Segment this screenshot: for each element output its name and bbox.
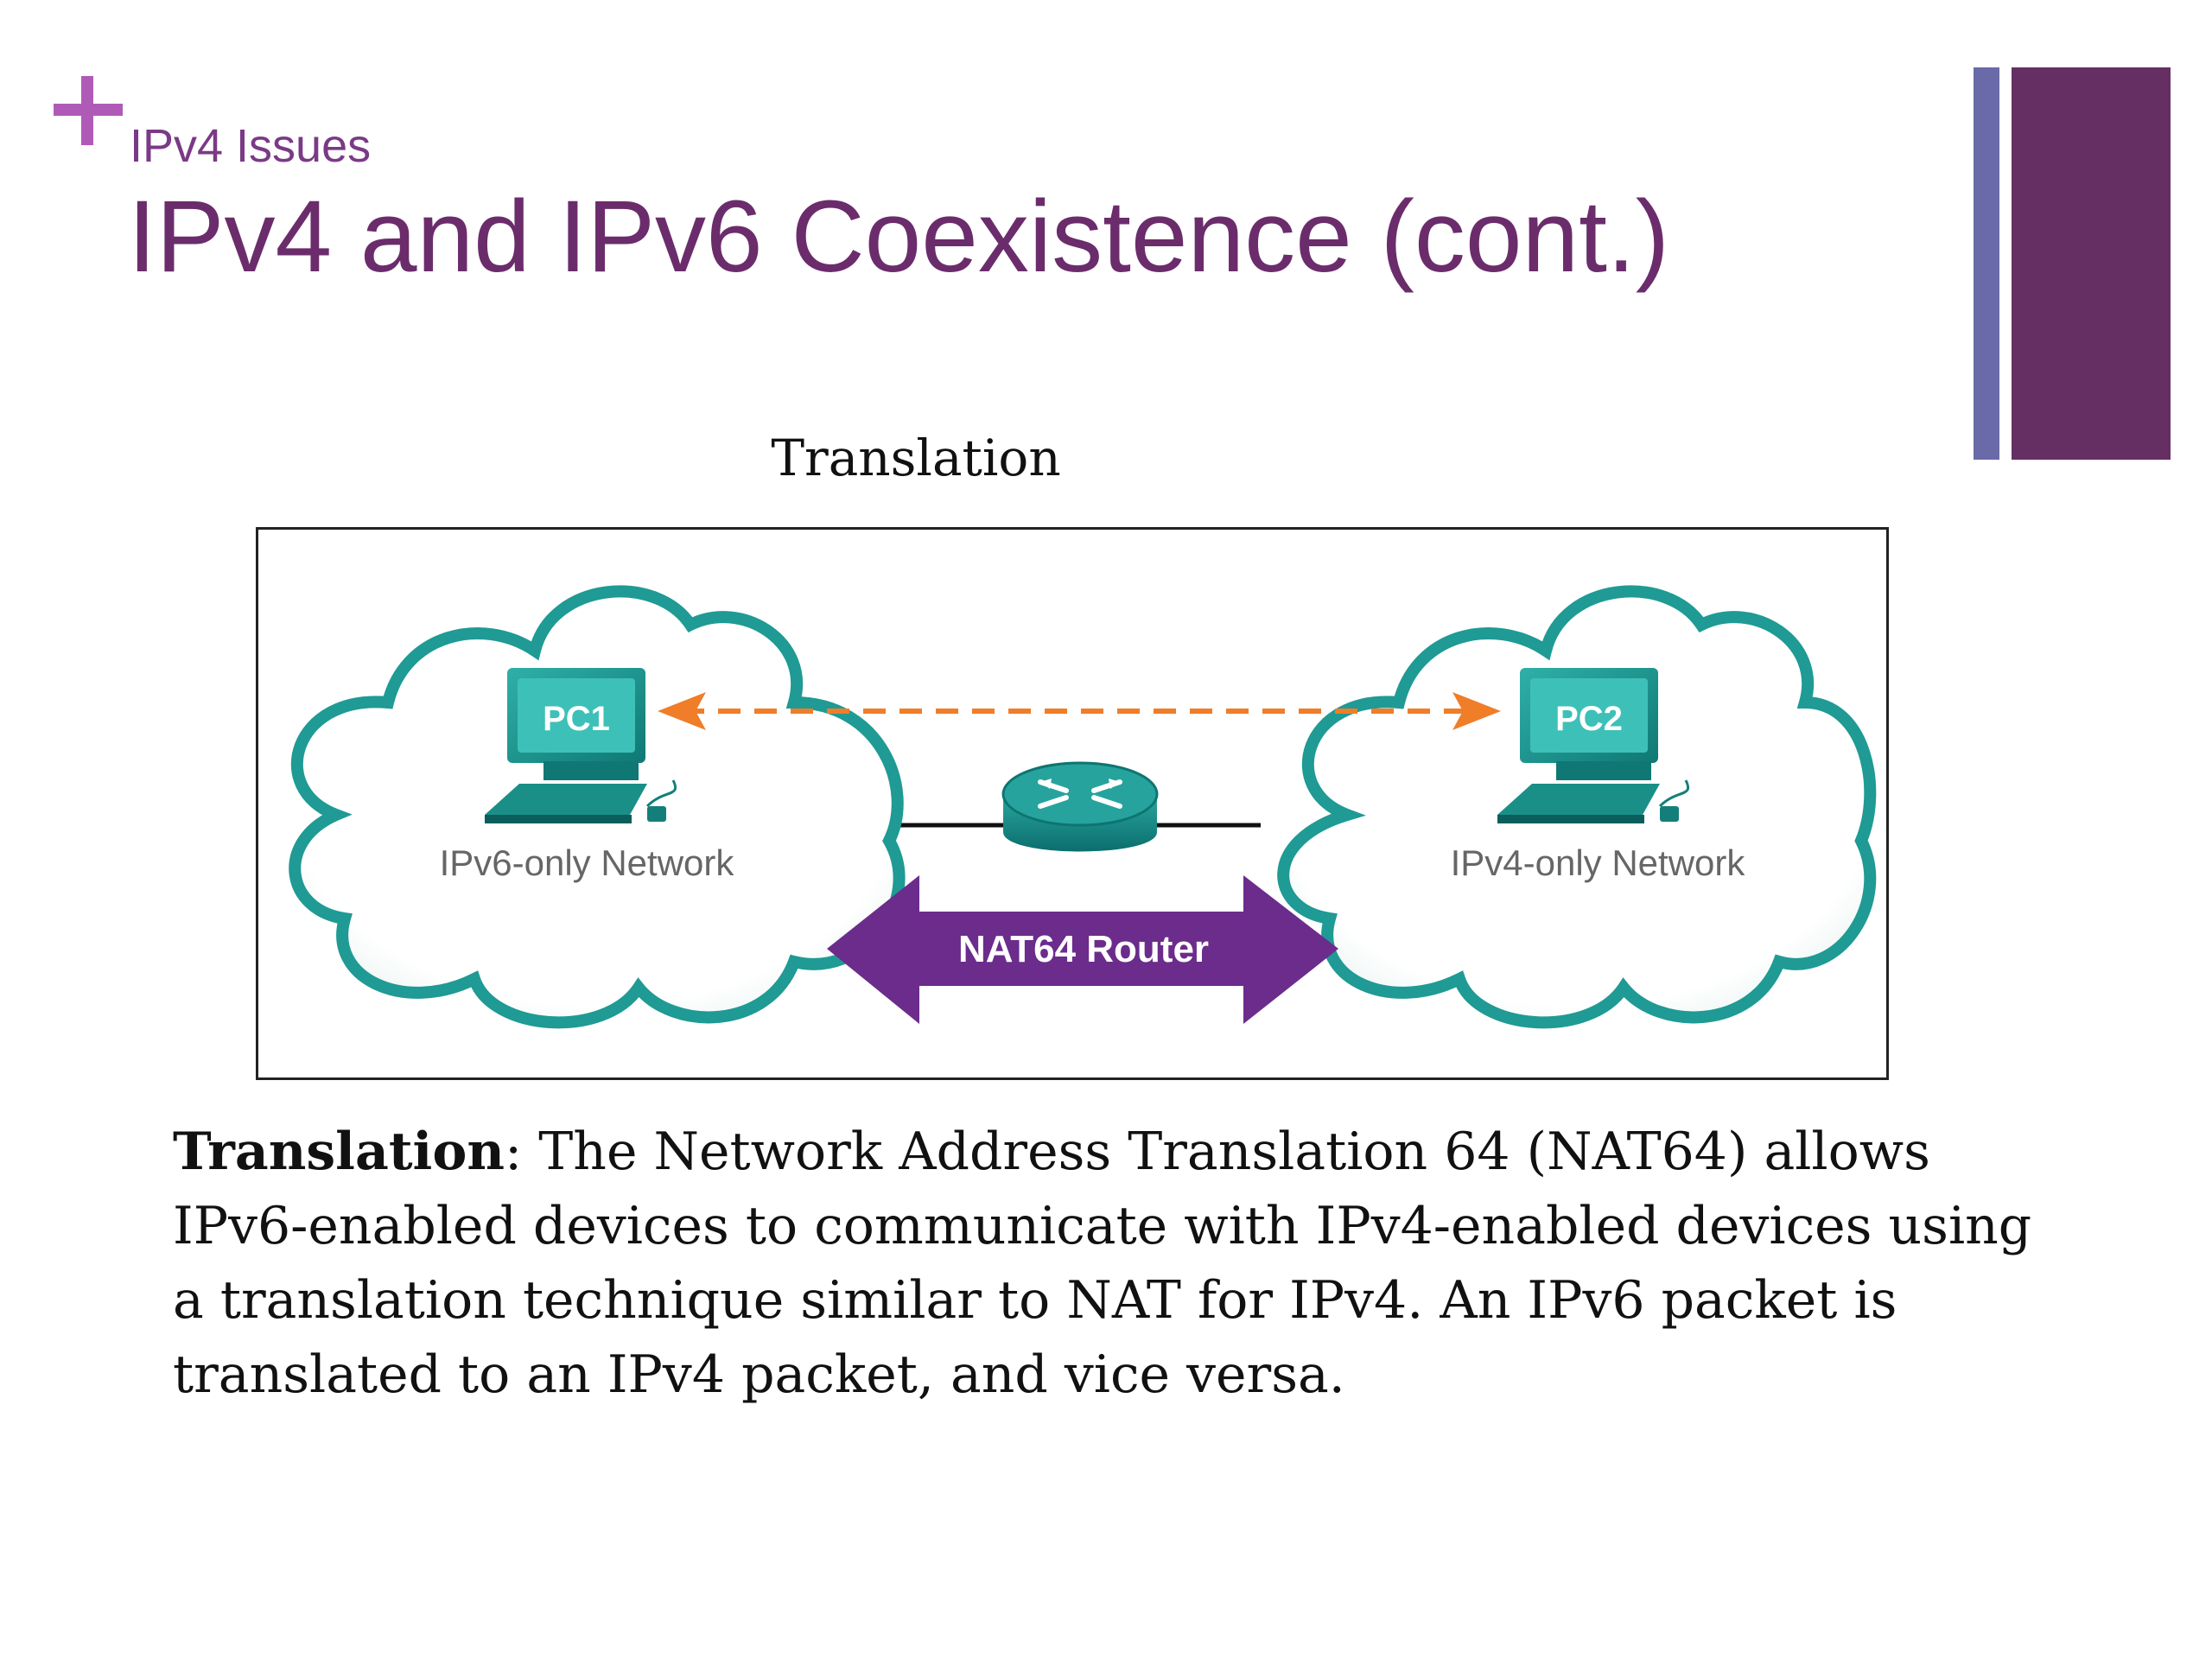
router-label: NAT64 Router (958, 928, 1209, 970)
diagram-canvas: PC1 PC2 IPv6-only Network IPv4-only Netw… (289, 585, 1877, 1029)
pc2-computer: PC2 (1497, 668, 1690, 823)
router-icon (1001, 761, 1159, 852)
nat64-diagram: PC1 PC2 IPv6-only Network IPv4-only Netw… (256, 527, 1889, 1080)
pc1-label: PC1 (543, 700, 610, 738)
accent-bar-thin (1974, 67, 1999, 460)
pc1-computer: PC1 (485, 668, 677, 823)
description-term: Translation (173, 1122, 505, 1182)
diagram-caption: Translation (771, 429, 1061, 487)
description-text: : The Network Address Translation 64 (NA… (173, 1122, 2032, 1405)
translation-arrow (658, 692, 1501, 730)
nat64-router-banner: NAT64 Router (827, 875, 1338, 1024)
left-network-label: IPv6-only Network (440, 842, 735, 883)
section-label: IPv4 Issues (130, 120, 372, 172)
description-paragraph: Translation: The Network Address Transla… (173, 1115, 2056, 1412)
accent-bar-thick (2012, 67, 2171, 460)
pc2-label: PC2 (1555, 700, 1623, 738)
right-network-label: IPv4-only Network (1451, 842, 1746, 883)
plus-icon (54, 76, 123, 145)
page-title: IPv4 and IPv6 Coexistence (cont.) (128, 180, 1670, 294)
